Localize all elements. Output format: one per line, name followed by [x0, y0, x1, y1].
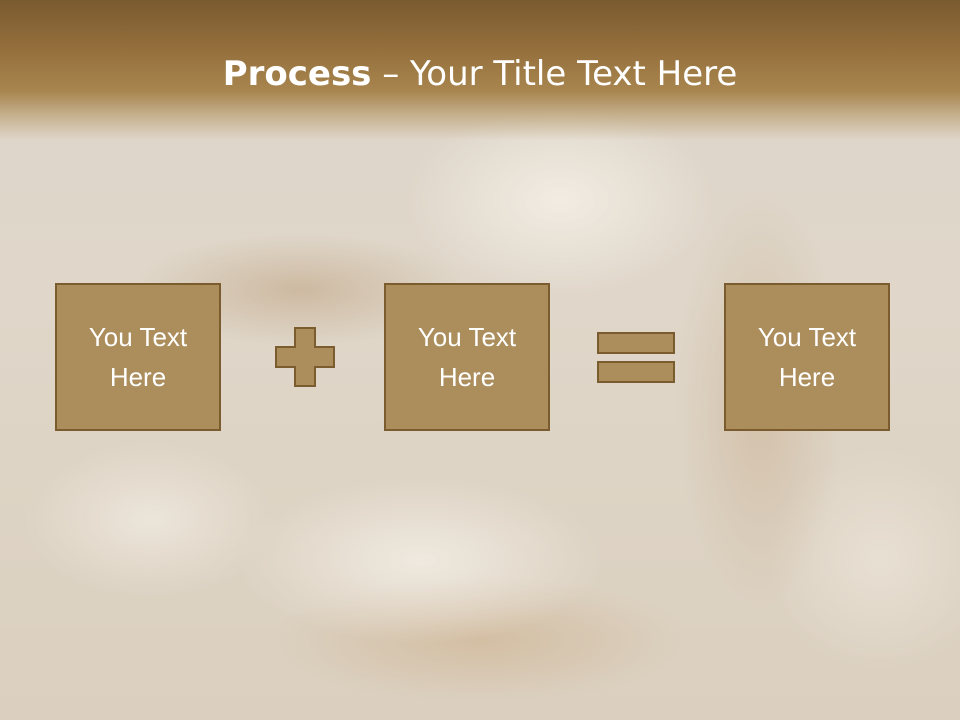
process-box-1: You Text Here: [55, 283, 221, 431]
title-rest: – Your Title Text Here: [371, 54, 738, 94]
process-box-2: You Text Here: [384, 283, 550, 431]
process-box-1-label: You Text Here: [88, 322, 188, 392]
title-bar: [0, 0, 960, 140]
process-box-3: You Text Here: [724, 283, 890, 431]
plus-icon: [275, 327, 335, 387]
equals-icon: [597, 332, 675, 383]
process-box-2-label: You Text Here: [417, 322, 517, 392]
process-box-3-label: You Text Here: [757, 322, 857, 392]
title-bold: Process: [222, 54, 372, 94]
slide-title: Process – Your Title Text Here: [0, 52, 960, 96]
